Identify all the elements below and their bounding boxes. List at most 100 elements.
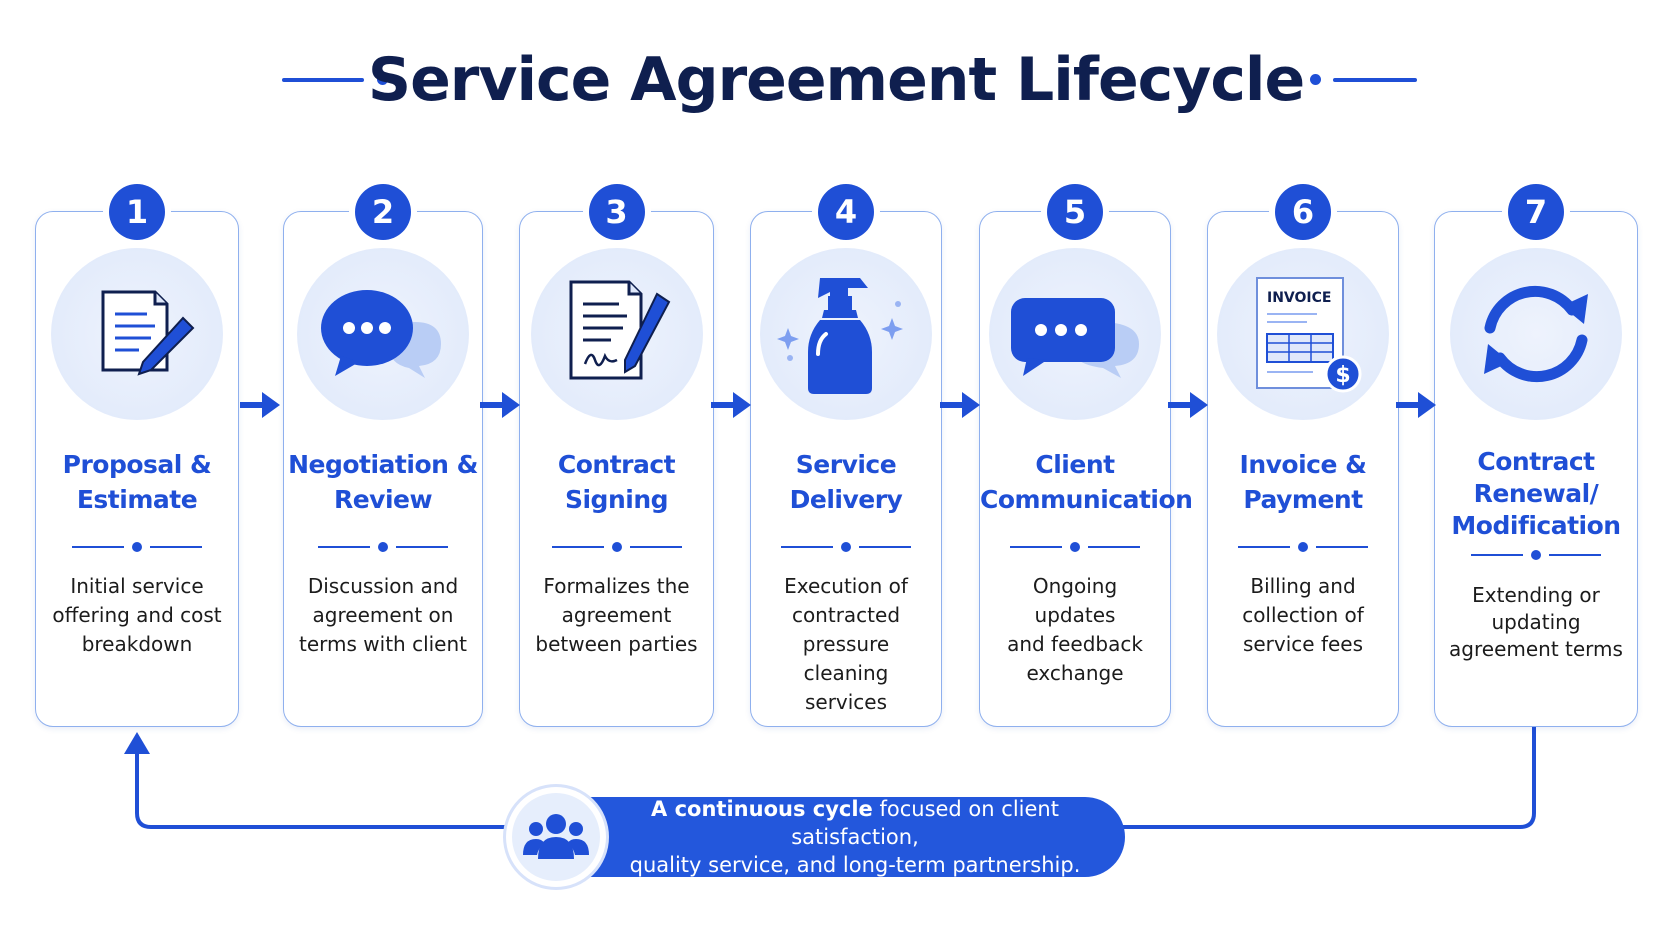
step-divider xyxy=(1238,541,1368,553)
step-description: Execution of contracted pressure cleaning s… xyxy=(761,572,931,717)
flow-arrow-icon xyxy=(240,392,280,418)
flow-arrow-icon xyxy=(1168,392,1208,418)
step-description: Extending or updating agreement terms xyxy=(1445,582,1627,663)
page-title: Service Agreement Lifecycle xyxy=(367,45,1305,115)
step-description-line: exchange xyxy=(1026,661,1124,685)
title-right-line xyxy=(1333,78,1417,82)
renewal-cycle-icon xyxy=(1450,248,1622,420)
step-title-line: Signing xyxy=(564,485,669,514)
step-description-line: agreement xyxy=(561,603,672,627)
flow-arrow-icon xyxy=(1395,392,1436,418)
step-description-line: Extending or xyxy=(1472,583,1600,607)
summary-rest: focused on client satisfaction, xyxy=(791,797,1059,849)
step-description-line: Initial service xyxy=(70,574,204,598)
step-description: Ongoing updates and feedback exchange xyxy=(990,572,1160,688)
step-description: Billing and collection of service fees xyxy=(1218,572,1388,659)
step-number-badge: 1 xyxy=(109,184,165,240)
step-title-line: Contract xyxy=(1477,447,1595,476)
step-description-line: between parties xyxy=(535,632,698,656)
svg-text:INVOICE: INVOICE xyxy=(1267,290,1331,306)
chat-bubbles-icon xyxy=(297,248,469,420)
document-pencil-icon xyxy=(51,248,223,420)
step-description-line: agreement terms xyxy=(1449,637,1623,661)
step-description-line: services xyxy=(804,690,888,714)
step-divider xyxy=(72,541,202,553)
step-number-badge: 2 xyxy=(355,184,411,240)
step-divider xyxy=(318,541,448,553)
cycle-arrowhead xyxy=(124,732,150,754)
step-divider xyxy=(1471,549,1601,561)
step-title-line: Proposal & xyxy=(62,450,212,479)
svg-text:$: $ xyxy=(1335,363,1350,388)
step-description-line: offering and cost xyxy=(52,603,222,627)
step-description-line: contracted xyxy=(791,603,901,627)
step-title-line: Renewal/ xyxy=(1473,479,1599,508)
people-group-icon xyxy=(506,787,606,887)
step-title-line: Modification xyxy=(1451,511,1621,540)
title-right-dot xyxy=(1310,74,1321,85)
step-title: Invoice & Payment xyxy=(1208,447,1398,517)
step-title-line: Service xyxy=(795,450,897,479)
invoice-icon: INVOICE $ xyxy=(1217,248,1389,420)
step-divider xyxy=(781,541,911,553)
message-bubbles-icon xyxy=(989,248,1161,420)
step-description-line: and feedback xyxy=(1007,632,1143,656)
step-title-line: Invoice & xyxy=(1239,450,1367,479)
signed-contract-icon xyxy=(530,248,703,420)
step-description-line: Execution of xyxy=(784,574,908,598)
flow-arrow-icon xyxy=(711,392,751,418)
step-description-line: Ongoing updates xyxy=(1032,574,1118,627)
summary-text: A continuous cycle focused on client sat… xyxy=(620,797,1090,877)
step-description-line: Discussion and xyxy=(307,574,459,598)
step-description-line: pressure cleaning xyxy=(802,632,890,685)
step-description-line: collection of xyxy=(1242,603,1364,627)
step-description-line: updating xyxy=(1491,610,1581,634)
summary-bold: A continuous cycle xyxy=(651,797,873,821)
step-number-badge: 3 xyxy=(588,184,645,240)
step-title-line: Estimate xyxy=(76,485,198,514)
step-number-badge: 7 xyxy=(1508,184,1564,240)
step-title-line: Review xyxy=(333,485,433,514)
step-title: Negotiation & Review xyxy=(284,447,482,517)
flow-arrow-icon xyxy=(480,392,520,418)
step-title-line: Client xyxy=(1035,450,1115,479)
step-title-line: Delivery xyxy=(789,485,903,514)
spray-bottle-icon xyxy=(760,248,932,420)
step-number-badge: 6 xyxy=(1275,184,1331,240)
flow-arrow-icon xyxy=(939,392,980,418)
summary-banner: A continuous cycle focused on client sat… xyxy=(510,797,1125,877)
step-divider xyxy=(551,541,682,553)
title-left-line xyxy=(282,78,364,82)
step-title: Proposal & Estimate xyxy=(36,447,238,517)
step-title-line: Payment xyxy=(1243,485,1363,514)
step-title-line: Negotiation & xyxy=(288,450,478,479)
step-description-line: service fees xyxy=(1242,632,1364,656)
step-description-line: breakdown xyxy=(81,632,193,656)
step-number-badge: 4 xyxy=(818,184,874,240)
step-divider xyxy=(1010,541,1140,553)
title-row: Service Agreement Lifecycle xyxy=(0,40,1672,120)
summary-line2: quality service, and long-term partnersh… xyxy=(629,853,1081,877)
step-description-line: Formalizes the xyxy=(543,574,690,598)
step-description: Initial service offering and cost breakdow… xyxy=(46,572,228,659)
step-number-badge: 5 xyxy=(1047,184,1103,240)
step-title-line: Communication xyxy=(980,485,1193,514)
step-description: Discussion and agreement on terms with cli… xyxy=(294,572,472,659)
title-left-dot xyxy=(377,74,388,85)
step-description: Formalizes the agreement between parties xyxy=(530,572,703,659)
step-description-line: Billing and xyxy=(1250,574,1356,598)
step-description-line: terms with client xyxy=(299,632,467,656)
step-description-line: agreement on xyxy=(312,603,454,627)
step-title-line: Contract xyxy=(557,450,676,479)
